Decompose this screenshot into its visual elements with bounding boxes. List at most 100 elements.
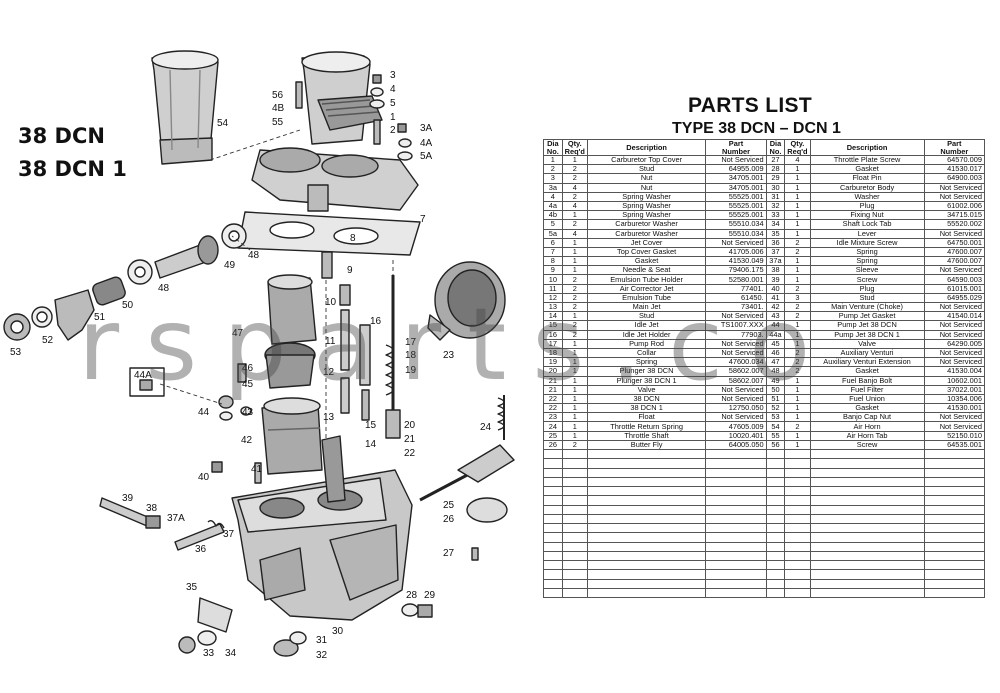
lower-fittings	[178, 547, 479, 657]
dia-no-cell: 53	[765, 412, 786, 423]
air-horn-top	[301, 51, 383, 145]
empty-cell	[784, 485, 811, 497]
empty-cell	[765, 522, 786, 534]
qty-cell: 1	[784, 274, 811, 285]
dia-no-cell: 38	[765, 265, 786, 276]
part-number-cell: Not Serviced	[923, 301, 986, 313]
dia-no-cell: 7	[543, 246, 563, 258]
description-cell: Lever	[809, 228, 925, 239]
dia-no-cell: 13	[543, 301, 563, 313]
qty-cell: 1	[784, 200, 811, 212]
part-number-cell: 55510.034	[705, 219, 767, 230]
part-number-cell: 47600.034	[705, 357, 767, 368]
dia-no-cell: 36	[765, 237, 786, 248]
part-label: 13	[323, 412, 335, 423]
part-number-cell: Not Serviced	[705, 412, 767, 423]
empty-cell	[586, 476, 707, 488]
qty-cell: 1	[561, 246, 588, 258]
description-cell: Stud	[586, 311, 707, 322]
qty-cell: 2	[561, 164, 588, 175]
empty-cell	[705, 458, 767, 469]
description-cell: Spring	[809, 246, 925, 258]
part-label: 43	[242, 407, 254, 418]
dia-no-cell: 23	[543, 412, 563, 423]
description-cell: Carburetor Top Cover	[586, 154, 707, 166]
description-cell: Stud	[809, 292, 925, 304]
empty-cell	[923, 559, 986, 571]
header-dia-no: Dia No.	[543, 139, 563, 156]
dia-no-cell: 55	[765, 430, 786, 441]
part-label: 37A	[167, 513, 185, 524]
empty-cell	[809, 476, 925, 488]
qty-cell: 1	[561, 412, 588, 423]
dia-no-cell: 50	[765, 384, 786, 395]
empty-cell	[705, 587, 767, 599]
empty-cell	[543, 532, 563, 543]
empty-cell	[586, 559, 707, 571]
empty-table-row	[543, 485, 986, 497]
table-header-row: Dia No. Qty. Req'd Description Part Numb…	[543, 139, 986, 156]
description-cell: Fuel Banjo Bolt	[809, 375, 925, 386]
dia-no-cell: 22	[543, 393, 563, 405]
empty-cell	[765, 532, 786, 543]
empty-cell	[705, 578, 767, 589]
part-number-cell: 10602.001	[923, 375, 986, 386]
empty-cell	[765, 467, 786, 478]
empty-cell	[784, 467, 811, 478]
dia-no-cell: 10	[543, 274, 563, 285]
empty-cell	[765, 448, 786, 460]
empty-cell	[809, 569, 925, 580]
part-label: 15	[365, 420, 377, 431]
empty-cell	[543, 541, 563, 552]
empty-cell	[543, 485, 563, 497]
empty-cell	[784, 550, 811, 562]
part-label: 51	[94, 312, 106, 323]
empty-cell	[586, 550, 707, 562]
empty-cell	[923, 587, 986, 599]
qty-cell: 2	[561, 329, 588, 340]
header-qty: Qty. Req'd	[784, 139, 811, 156]
qty-cell: 2	[561, 274, 588, 285]
dia-no-cell: 37a	[765, 256, 786, 267]
part-number-cell: 10354.006	[923, 393, 986, 405]
dia-no-cell: 25	[543, 430, 563, 441]
empty-cell	[765, 476, 786, 488]
part-label: 19	[405, 365, 417, 376]
part-label: 28	[406, 590, 418, 601]
empty-cell	[784, 495, 811, 506]
dia-no-cell: 1	[543, 154, 563, 166]
empty-cell	[586, 495, 707, 506]
part-label: 48	[248, 250, 260, 261]
part-label: 1	[390, 112, 396, 123]
part-number-cell: Not Serviced	[923, 421, 986, 432]
qty-cell: 1	[561, 375, 588, 386]
empty-table-row	[543, 476, 986, 488]
empty-cell	[765, 513, 786, 525]
part-label: 52	[42, 335, 54, 346]
dia-no-cell: 45	[765, 338, 786, 349]
dia-no-cell: 12	[543, 292, 563, 304]
top-cover	[251, 147, 419, 212]
empty-cell	[809, 587, 925, 599]
qty-cell: 1	[784, 265, 811, 276]
qty-cell: 1	[784, 338, 811, 349]
description-cell: Gasket	[586, 256, 707, 267]
part-number-cell: 41705.006	[705, 246, 767, 258]
qty-cell: 1	[784, 393, 811, 405]
pump-rod	[385, 275, 401, 439]
dia-no-cell: 32	[765, 200, 786, 212]
part-number-cell: 55510.034	[705, 228, 767, 239]
part-label: 4	[390, 84, 396, 95]
description-cell: Throttle Shaft	[586, 430, 707, 441]
empty-cell	[543, 587, 563, 599]
empty-cell	[705, 467, 767, 478]
part-number-cell: 55525.001	[705, 191, 767, 202]
qty-cell: 1	[784, 329, 811, 340]
part-label: 40	[198, 472, 210, 483]
part-label: 41	[251, 464, 263, 475]
qty-cell: 3	[784, 292, 811, 304]
